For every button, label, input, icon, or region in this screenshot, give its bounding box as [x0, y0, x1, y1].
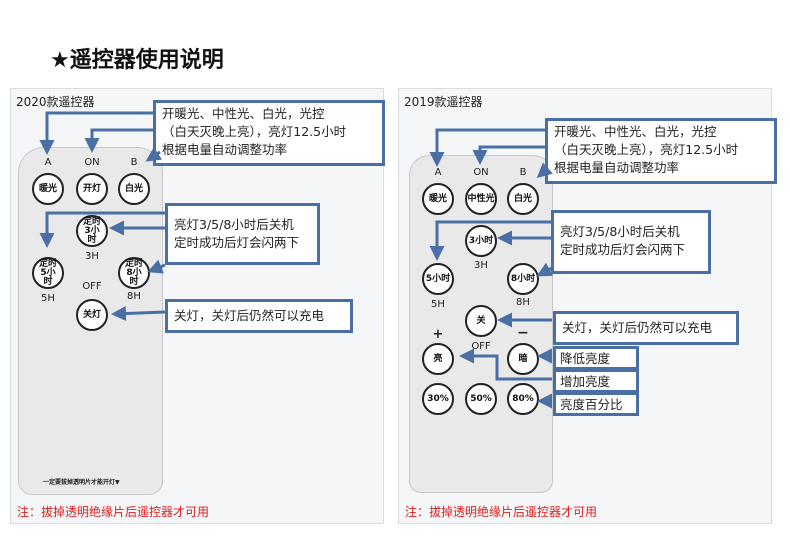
- left-callout-timer-line1: 亮灯3/5/8小时后关机: [174, 217, 294, 232]
- right-50-percent-button[interactable]: 50%: [465, 383, 497, 415]
- right-panel: 2019款遥控器 A ON B 暖光 中性光 白光 3小时 3H 5小时 8小时…: [398, 88, 777, 524]
- right-callout-dim: 降低亮度: [553, 346, 639, 370]
- left-timer-3h-button[interactable]: 定时3小时: [76, 215, 108, 247]
- right-timer-8h-button[interactable]: 8小时: [507, 263, 539, 295]
- right-80-percent-button[interactable]: 80%: [507, 383, 539, 415]
- left-white-button[interactable]: 白光: [118, 173, 150, 205]
- left-callout-light-modes-line2: （白天灭晚上亮），亮灯12.5小时: [162, 124, 347, 139]
- right-warm-button[interactable]: 暖光: [422, 183, 454, 215]
- left-callout-timer-line2: 定时成功后灯会闪两下: [174, 235, 300, 250]
- left-label-8h: 8H: [127, 291, 141, 302]
- right-callout-timer-line1: 亮灯3/5/8小时后关机: [560, 224, 680, 239]
- right-callout-light-modes-line3: 根据电量自动调整功率: [554, 160, 680, 175]
- right-white-button[interactable]: 白光: [507, 183, 539, 215]
- right-callout-off: 关灯，关灯后仍然可以充电: [553, 311, 739, 345]
- right-timer-3h-button[interactable]: 3小时: [465, 225, 497, 257]
- left-timer-8h-button[interactable]: 定时8小时: [118, 257, 150, 289]
- right-label-minus: −: [517, 325, 529, 341]
- right-label-8h: 8H: [516, 297, 530, 308]
- left-label-5h: 5H: [41, 293, 55, 304]
- left-label-off: OFF: [82, 281, 102, 292]
- right-label-5h: 5H: [431, 299, 445, 310]
- right-callout-light-modes-line1: 开暖光、中性光、白光，光控: [554, 124, 717, 139]
- right-brighten-button[interactable]: 亮: [422, 343, 454, 375]
- right-callout-brighten: 增加亮度: [553, 369, 639, 393]
- left-callout-off: 关灯，关灯后仍然可以充电: [165, 299, 353, 333]
- right-label-a: A: [434, 167, 442, 178]
- right-label-3h: 3H: [474, 260, 488, 271]
- left-timer-5h-button[interactable]: 定时5小时: [32, 257, 64, 289]
- left-callout-light-modes-line1: 开暖光、中性光、白光，光控: [162, 106, 325, 121]
- right-callout-percent: 亮度百分比: [553, 392, 639, 416]
- right-label-on: ON: [473, 167, 489, 178]
- right-label-off: OFF: [471, 341, 491, 352]
- right-label-plus: +: [432, 327, 444, 342]
- right-note: 注：拔掉透明绝缘片后遥控器才可用: [405, 505, 598, 519]
- right-neutral-button[interactable]: 中性光: [465, 183, 497, 215]
- right-off-button[interactable]: 关: [465, 305, 497, 337]
- right-dim-button[interactable]: 暗: [507, 343, 539, 375]
- left-callout-light-modes-line3: 根据电量自动调整功率: [162, 142, 288, 157]
- left-panel-label: 2020款遥控器: [16, 95, 95, 109]
- right-panel-label: 2019款遥控器: [404, 95, 483, 109]
- right-callout-light-modes-line2: （白天灭晚上亮），亮灯12.5小时: [554, 142, 739, 157]
- left-label-on: ON: [84, 157, 100, 168]
- left-callout-light-modes: 开暖光、中性光、白光，光控 （白天灭晚上亮），亮灯12.5小时 根据电量自动调整…: [153, 100, 385, 166]
- left-label-a: A: [44, 157, 52, 168]
- left-remote-tip: 一定要拔掉透明片才能开灯▼: [43, 479, 120, 486]
- right-callout-light-modes: 开暖光、中性光、白光，光控 （白天灭晚上亮），亮灯12.5小时 根据电量自动调整…: [545, 118, 777, 184]
- left-off-button[interactable]: 关灯: [76, 299, 108, 331]
- left-note: 注：拔掉透明绝缘片后遥控器才可用: [17, 505, 210, 519]
- right-30-percent-button[interactable]: 30%: [422, 383, 454, 415]
- left-label-3h: 3H: [85, 251, 99, 262]
- right-callout-timer-line2: 定时成功后灯会闪两下: [560, 242, 686, 257]
- left-on-button[interactable]: 开灯: [76, 173, 108, 205]
- left-label-b: B: [130, 157, 138, 168]
- right-callout-timer: 亮灯3/5/8小时后关机 定时成功后灯会闪两下: [551, 210, 711, 274]
- right-timer-5h-button[interactable]: 5小时: [422, 263, 454, 295]
- left-warm-button[interactable]: 暖光: [32, 173, 64, 205]
- left-panel: 2020款遥控器 A ON B 暖光 开灯 白光 定时3小时 3H 定时5小时 …: [10, 88, 385, 524]
- page-title: ★遥控器使用说明: [50, 48, 224, 73]
- right-label-b: B: [519, 167, 527, 178]
- left-callout-timer: 亮灯3/5/8小时后关机 定时成功后灯会闪两下: [165, 203, 320, 265]
